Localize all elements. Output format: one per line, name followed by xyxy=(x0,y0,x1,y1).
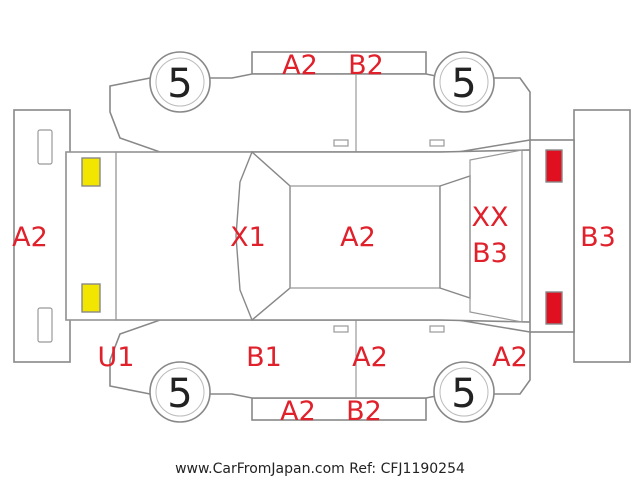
tire-rear-right: 5 xyxy=(433,361,495,423)
label-bottom-door-middle: A2 xyxy=(352,342,388,373)
label-bottom-door-right: B2 xyxy=(346,396,382,427)
label-top-door-left: A2 xyxy=(282,50,318,81)
front-light-bottom xyxy=(81,283,101,313)
rear-light-top xyxy=(545,149,563,183)
front-bumper-vent-top xyxy=(37,129,53,165)
label-front-bumper: A2 xyxy=(12,222,48,253)
tire-front-left: 5 xyxy=(149,51,211,113)
tire-rear-left-number: 5 xyxy=(451,61,476,107)
label-tailgate-top: XX xyxy=(472,202,509,233)
upper-door-handle-2 xyxy=(429,139,445,147)
upper-door-handle-1 xyxy=(333,139,349,147)
label-front-lower: U1 xyxy=(98,342,135,373)
label-rear-corner: A2 xyxy=(492,342,528,373)
bottom-door-strip xyxy=(251,397,427,421)
front-bumper xyxy=(13,109,71,363)
label-pillar: B1 xyxy=(246,342,282,373)
tailgate-panel xyxy=(469,149,523,323)
label-tailgate-bottom: B3 xyxy=(472,238,508,269)
lower-body-side xyxy=(109,319,531,399)
front-light-top xyxy=(81,157,101,187)
label-bottom-door-left: A2 xyxy=(280,396,316,427)
tire-front-right: 5 xyxy=(149,361,211,423)
label-hood: X1 xyxy=(230,222,266,253)
tire-front-right-number: 5 xyxy=(167,371,192,417)
front-bumper-vent-bottom xyxy=(37,307,53,343)
tire-rear-right-number: 5 xyxy=(451,371,476,417)
lower-door-handle-1 xyxy=(333,325,349,333)
upper-body-side xyxy=(109,73,531,153)
label-top-door-right: B2 xyxy=(348,50,384,81)
footer-reference: www.CarFromJapan.com Ref: CFJ1190254 xyxy=(175,461,465,477)
rear-window xyxy=(439,175,471,299)
label-rear-bumper: B3 xyxy=(580,222,616,253)
top-door-strip xyxy=(251,51,427,75)
lower-door-handle-2 xyxy=(429,325,445,333)
tire-rear-left: 5 xyxy=(433,51,495,113)
label-roof: A2 xyxy=(340,222,376,253)
rear-light-bottom xyxy=(545,291,563,325)
tire-front-left-number: 5 xyxy=(167,61,192,107)
